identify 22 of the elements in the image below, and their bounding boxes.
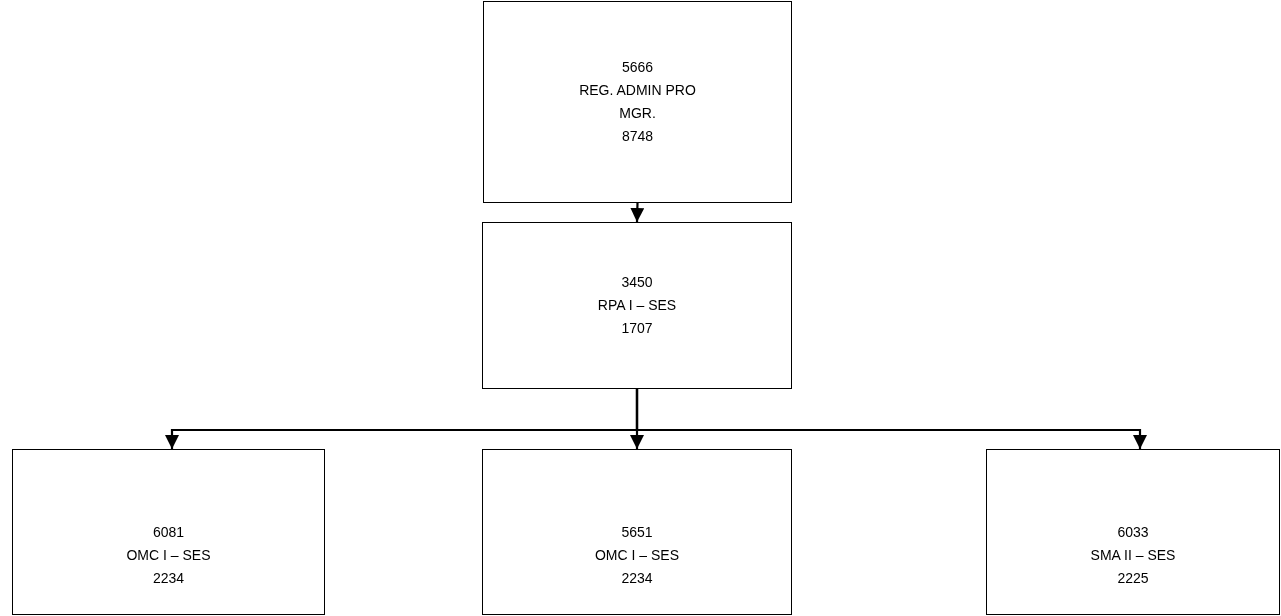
position-title: OMC I – SES — [595, 545, 679, 565]
position-title: REG. ADMIN PRO MGR. — [578, 81, 697, 123]
position-number: 5666 — [621, 58, 654, 77]
position-box — [986, 449, 1280, 615]
position-number: 6033 — [1117, 522, 1149, 542]
position-title: OMC I – SES — [126, 545, 211, 565]
position-number: 5651 — [621, 522, 653, 542]
position-number: 3450 — [621, 273, 653, 292]
arrow — [635, 389, 1147, 449]
position-title: RPA I – SES — [597, 296, 677, 315]
position-box — [482, 449, 792, 615]
position-number: 8748 — [621, 127, 654, 146]
position-number: 2225 — [1117, 568, 1149, 588]
position-title: SMA II – SES — [1090, 545, 1176, 565]
arrow — [630, 202, 645, 223]
position-number: 2234 — [621, 568, 653, 588]
position-number: 2234 — [152, 568, 185, 588]
position-box — [483, 1, 792, 203]
position-number: 1707 — [621, 319, 653, 338]
position-number: 6081 — [152, 522, 185, 542]
position-box — [12, 449, 325, 615]
position-box — [482, 222, 792, 389]
